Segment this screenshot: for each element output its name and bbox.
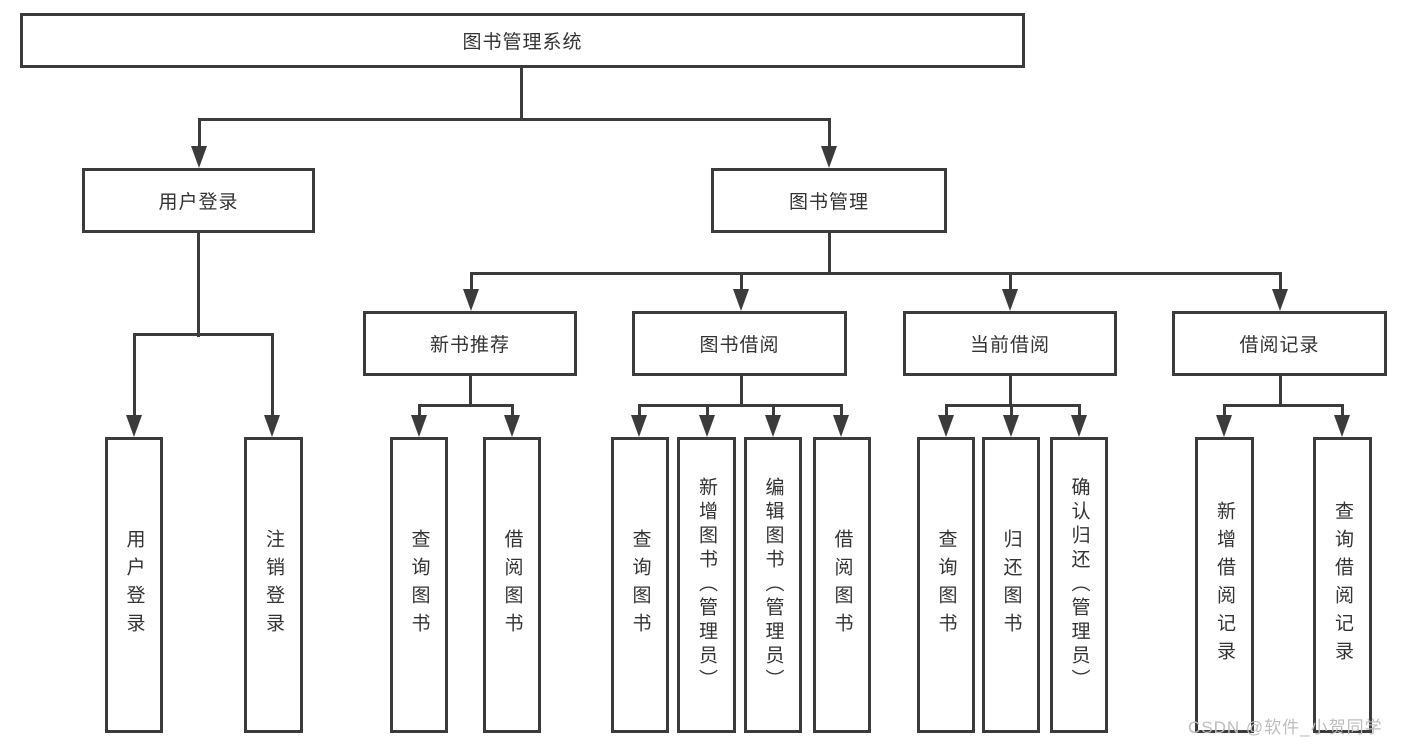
node-new-book-recommend-label: 新书推荐	[429, 335, 510, 356]
leaf-user-login-label: 用户登录	[123, 529, 145, 641]
arrow-down-icon	[504, 415, 520, 437]
connector-line	[470, 272, 473, 292]
connector-line	[740, 272, 743, 292]
leaf-query-books-3: 查询图书	[917, 437, 975, 733]
arrow-down-icon	[938, 415, 954, 437]
arrow-down-icon	[126, 415, 142, 437]
leaf-query-borrow-record-label: 查询借阅记录	[1332, 501, 1353, 669]
connector-line	[271, 333, 274, 417]
leaf-borrow-books-1: 借阅图书	[483, 437, 541, 733]
connector-line	[1009, 375, 1012, 407]
connector-line	[772, 404, 775, 420]
arrow-down-icon	[1272, 289, 1288, 311]
connector-line	[828, 233, 831, 275]
leaf-borrow-books-1-label: 借阅图书	[501, 529, 523, 641]
arrow-down-icon	[1002, 289, 1018, 311]
connector-line	[418, 404, 421, 420]
connector-line	[470, 272, 1282, 275]
leaf-return-books-label: 归还图书	[1000, 529, 1022, 641]
connector-line	[945, 404, 1081, 407]
connector-line	[1341, 404, 1344, 420]
arrow-down-icon	[631, 415, 647, 437]
node-user-login: 用户登录	[82, 168, 315, 233]
arrow-down-icon	[1334, 415, 1350, 437]
arrow-down-icon	[1216, 415, 1232, 437]
connector-line	[828, 118, 831, 150]
connector-line	[511, 404, 514, 420]
connector-line	[945, 404, 948, 420]
connector-line	[1223, 404, 1344, 407]
leaf-query-borrow-record: 查询借阅记录	[1313, 437, 1372, 733]
leaf-borrow-books-2-label: 借阅图书	[831, 529, 853, 641]
leaf-user-login: 用户登录	[105, 437, 163, 733]
leaf-logout: 注销登录	[244, 437, 303, 733]
connector-line	[133, 333, 274, 336]
node-book-management: 图书管理	[711, 168, 947, 233]
connector-line	[198, 118, 831, 121]
leaf-edit-books-admin-label: 编辑图书（管理员）	[762, 477, 784, 693]
node-book-management-label: 图书管理	[788, 192, 869, 213]
leaf-add-books-admin-label: 新增图书（管理员）	[696, 477, 717, 693]
connector-line	[418, 404, 514, 407]
connector-line	[198, 118, 201, 150]
arrow-down-icon	[821, 146, 837, 168]
arrow-down-icon	[833, 415, 849, 437]
node-root: 图书管理系统	[20, 13, 1025, 68]
node-current-borrowing-label: 当前借阅	[969, 335, 1050, 356]
leaf-query-books-2: 查询图书	[611, 437, 669, 733]
leaf-add-borrow-record-label: 新增借阅记录	[1214, 501, 1235, 669]
connector-line	[197, 233, 200, 337]
leaf-edit-books-admin: 编辑图书（管理员）	[744, 437, 802, 733]
arrow-down-icon	[699, 415, 715, 437]
arrow-down-icon	[1071, 415, 1087, 437]
connector-line	[706, 404, 709, 420]
leaf-query-books-1-label: 查询图书	[408, 529, 430, 641]
connector-line	[1009, 272, 1012, 292]
arrow-down-icon	[411, 415, 427, 437]
leaf-logout-label: 注销登录	[263, 529, 284, 641]
node-book-borrowing: 图书借阅	[632, 311, 847, 376]
leaf-confirm-return-admin: 确认归还（管理员）	[1050, 437, 1108, 733]
node-current-borrowing: 当前借阅	[903, 311, 1117, 376]
connector-line	[740, 375, 743, 407]
leaf-query-books-2-label: 查询图书	[629, 529, 651, 641]
connector-line	[1279, 272, 1282, 292]
node-user-login-label: 用户登录	[158, 192, 239, 213]
leaf-query-books-1: 查询图书	[390, 437, 448, 733]
leaf-confirm-return-admin-label: 确认归还（管理员）	[1068, 477, 1090, 693]
connector-line	[1223, 404, 1226, 420]
arrow-down-icon	[191, 146, 207, 168]
connector-line	[1279, 375, 1282, 407]
connector-line	[133, 333, 136, 417]
connector-line	[1010, 404, 1013, 420]
connector-line	[638, 404, 641, 420]
watermark: CSDN @软件_小贺同学	[1188, 718, 1383, 737]
node-root-label: 图书管理系统	[462, 32, 583, 53]
connector-line	[520, 67, 523, 120]
connector-line	[469, 375, 472, 407]
connector-line	[1078, 404, 1081, 420]
arrow-down-icon	[463, 289, 479, 311]
leaf-add-books-admin: 新增图书（管理员）	[677, 437, 736, 733]
node-borrow-records-label: 借阅记录	[1239, 335, 1320, 356]
node-new-book-recommend: 新书推荐	[363, 311, 577, 376]
arrow-down-icon	[1003, 415, 1019, 437]
leaf-query-books-3-label: 查询图书	[935, 529, 957, 641]
node-book-borrowing-label: 图书借阅	[699, 335, 780, 356]
leaf-borrow-books-2: 借阅图书	[813, 437, 871, 733]
leaf-return-books: 归还图书	[982, 437, 1040, 733]
arrow-down-icon	[765, 415, 781, 437]
arrow-down-icon	[733, 289, 749, 311]
arrow-down-icon	[264, 415, 280, 437]
connector-line	[638, 404, 843, 407]
connector-line	[840, 404, 843, 420]
node-borrow-records: 借阅记录	[1172, 311, 1387, 376]
leaf-add-borrow-record: 新增借阅记录	[1195, 437, 1254, 733]
